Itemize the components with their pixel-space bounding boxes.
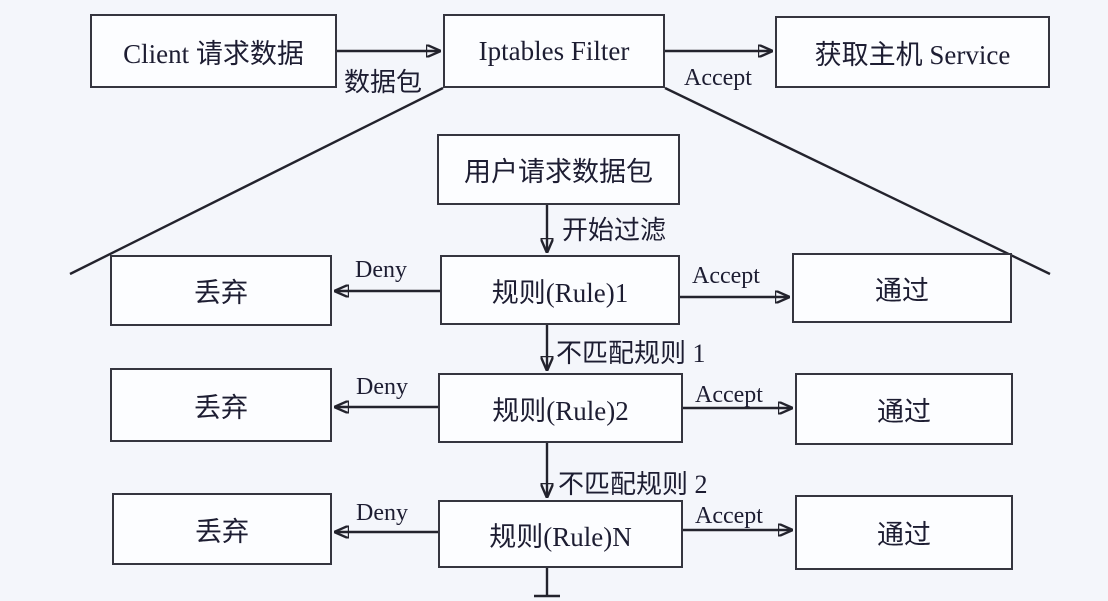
node-user-request-packet: 用户请求数据包 <box>437 134 680 205</box>
node-host-service: 获取主机 Service <box>775 16 1050 88</box>
edge-label-packet: 数据包 <box>344 68 423 97</box>
edge-label-accept-2: Accept <box>695 382 763 408</box>
edge-label-deny-1: Deny <box>355 257 407 283</box>
edge-label-deny-n: Deny <box>356 500 408 526</box>
expansion-line-right <box>664 86 1051 276</box>
node-rule-1: 规则(Rule)1 <box>440 255 680 325</box>
node-pass-n: 通过 <box>795 495 1013 570</box>
edge-label-accept-n: Accept <box>695 503 763 529</box>
edge-label-no-match-2: 不匹配规则 2 <box>558 470 708 499</box>
edge-label-accept-1: Accept <box>692 263 760 289</box>
node-drop-1: 丢弃 <box>110 255 332 326</box>
node-client-request: Client 请求数据 <box>90 14 337 88</box>
edge-label-accept-top: Accept <box>684 65 752 91</box>
expansion-line-left <box>69 86 444 276</box>
node-iptables-filter: Iptables Filter <box>443 14 665 88</box>
node-rule-2: 规则(Rule)2 <box>438 373 683 443</box>
edge-label-start-filter: 开始过滤 <box>562 216 667 245</box>
node-drop-2: 丢弃 <box>110 368 332 442</box>
edge-label-deny-2: Deny <box>356 374 408 400</box>
node-rule-n: 规则(Rule)N <box>438 500 683 568</box>
node-drop-n: 丢弃 <box>112 493 332 565</box>
edge-label-no-match-1: 不匹配规则 1 <box>556 339 706 368</box>
node-pass-1: 通过 <box>792 253 1012 323</box>
node-pass-2: 通过 <box>795 373 1013 445</box>
